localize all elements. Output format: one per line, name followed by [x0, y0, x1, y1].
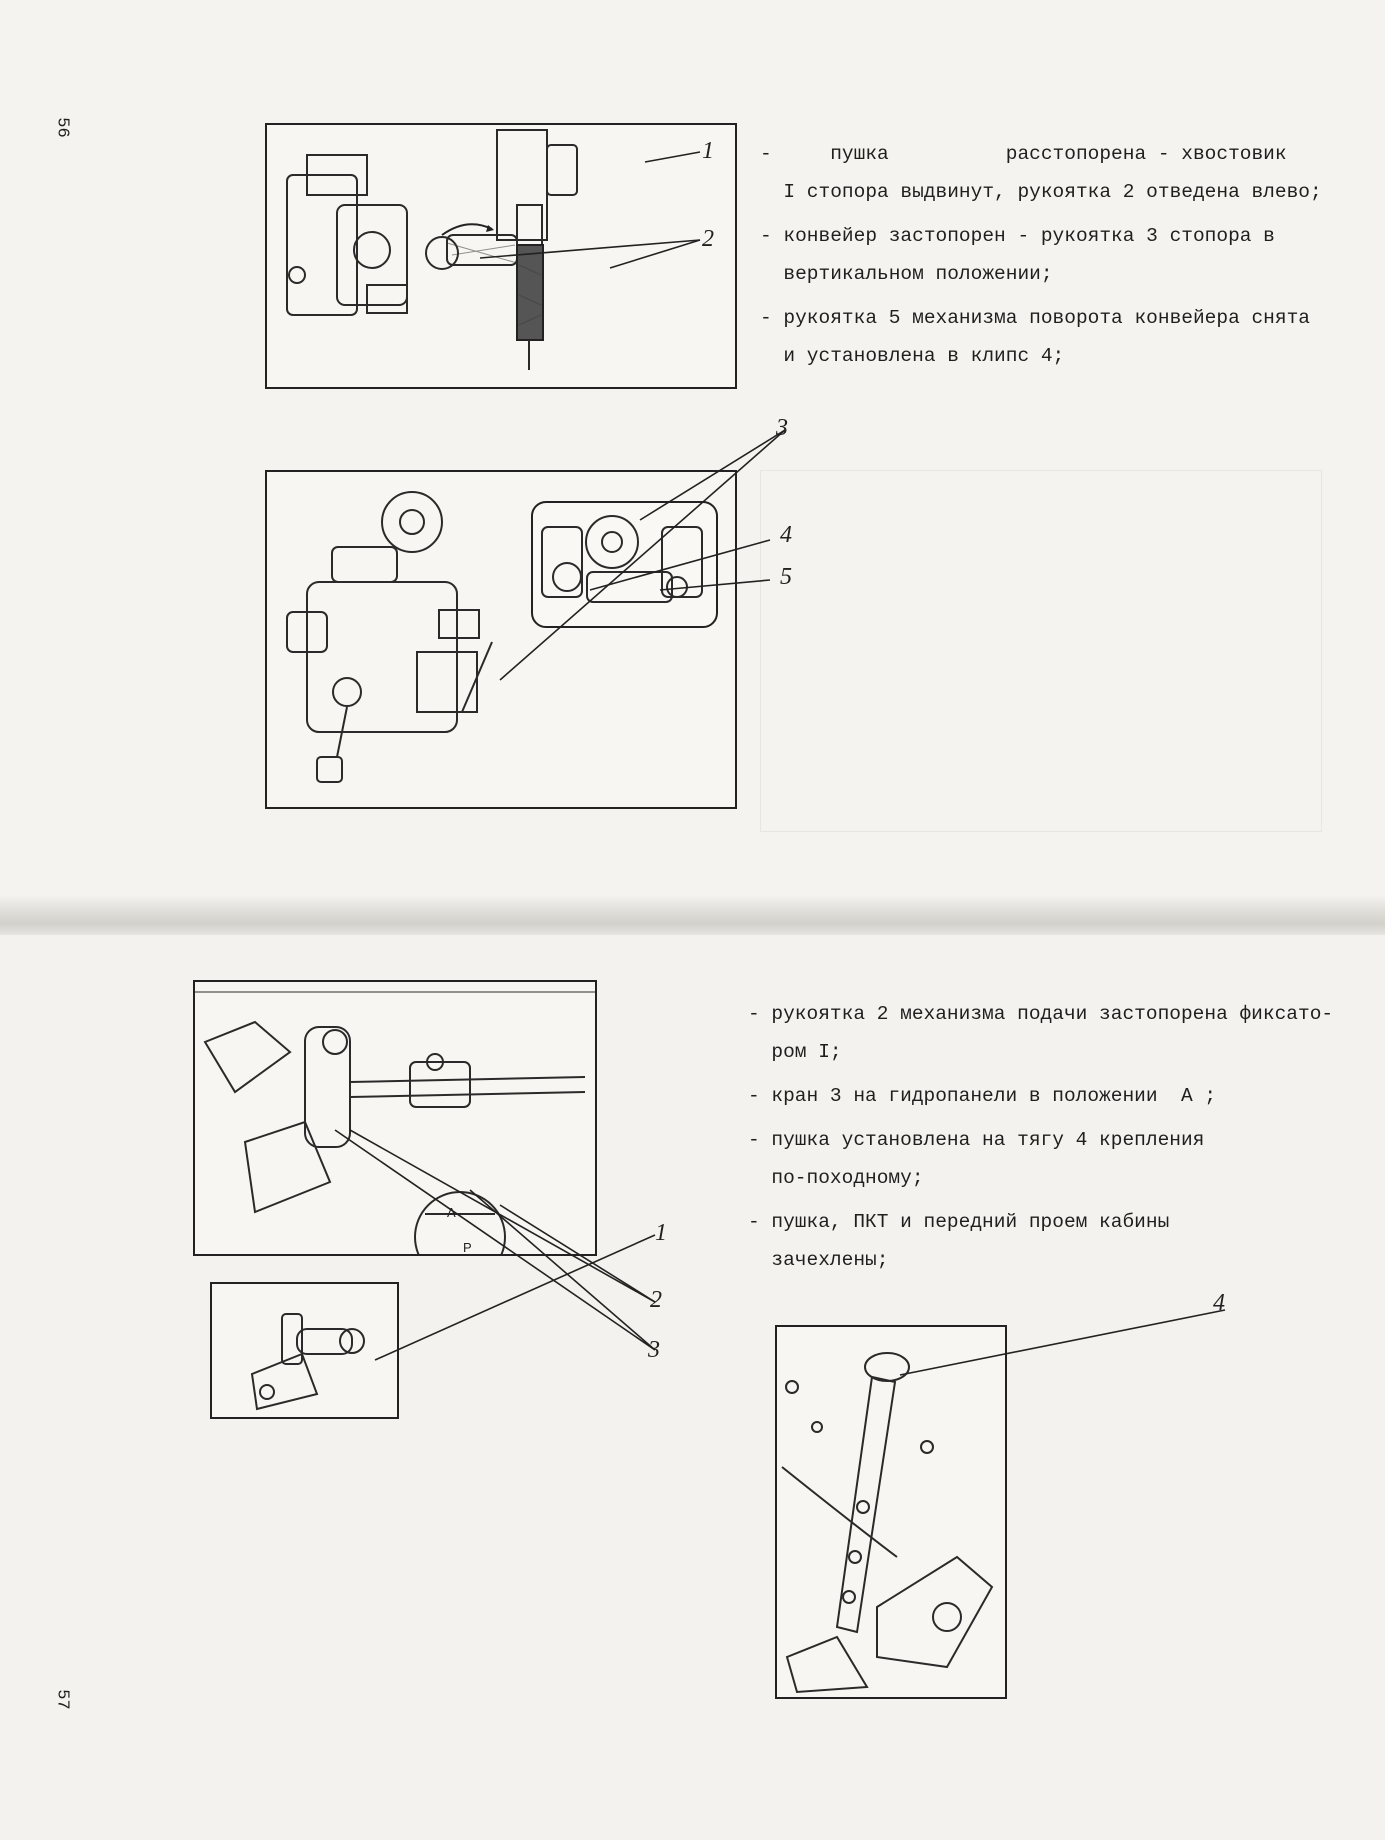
page-number-top: 56 [52, 117, 72, 138]
bottom-bullet-3: - пушка установлена на тягу 4 крепления … [748, 1129, 1205, 1189]
callout-bottom-4: 4 [1213, 1290, 1225, 1316]
callout-top-1: 1 [702, 138, 714, 164]
bottom-bullet-1: - рукоятка 2 механизма подачи застопорен… [748, 1003, 1334, 1063]
top-bullet-3: - рукоятка 5 механизма поворота конвейер… [760, 307, 1310, 367]
top-bullet-2: - конвейер застопорен - рукоятка 3 стопо… [760, 225, 1275, 285]
page-number-bottom: 57 [52, 1689, 72, 1710]
conveyor-stop-illustration [286, 491, 718, 783]
callout-top-3: 3 [776, 415, 788, 441]
top-page: 56 [0, 0, 1385, 905]
callout-top-2: 2 [702, 226, 714, 252]
top-text: - пушка расстопорена - хвостовик I стопо… [760, 135, 1322, 381]
figure-gun-lock [265, 123, 737, 389]
top-bullet-1: - пушка расстопорена - хвостовик I стопо… [760, 143, 1322, 203]
bleed-through-shadow [760, 470, 1322, 832]
callout-bottom-1: 1 [655, 1220, 667, 1246]
callout-bottom-3: 3 [648, 1337, 660, 1363]
lock-inset-illustration [250, 1313, 365, 1411]
bottom-bullet-2: - кран 3 на гидропанели в положении А ; [748, 1085, 1217, 1107]
figure-feed-handle: А Р [193, 980, 597, 1256]
figure-lock-inset [210, 1282, 399, 1419]
travel-rod-illustration [781, 1352, 994, 1694]
feed-handle-illustration: А Р [195, 991, 595, 1254]
callout-bottom-2: 2 [650, 1287, 662, 1313]
callout-top-4: 4 [780, 522, 792, 548]
bottom-page: 57 А Р [0, 935, 1385, 1840]
callout-top-5: 5 [780, 564, 792, 590]
gun-lock-illustration [286, 129, 578, 370]
figure-travel-rod [775, 1325, 1007, 1699]
figure-label-p: Р [463, 1240, 472, 1254]
figure-conveyor-stop [265, 470, 737, 809]
bottom-text: - рукоятка 2 механизма подачи застопорен… [748, 995, 1333, 1285]
bottom-bullet-4: - пушка, ПКТ и передний проем кабины зач… [748, 1211, 1170, 1271]
figure-label-a: А [447, 1205, 456, 1220]
